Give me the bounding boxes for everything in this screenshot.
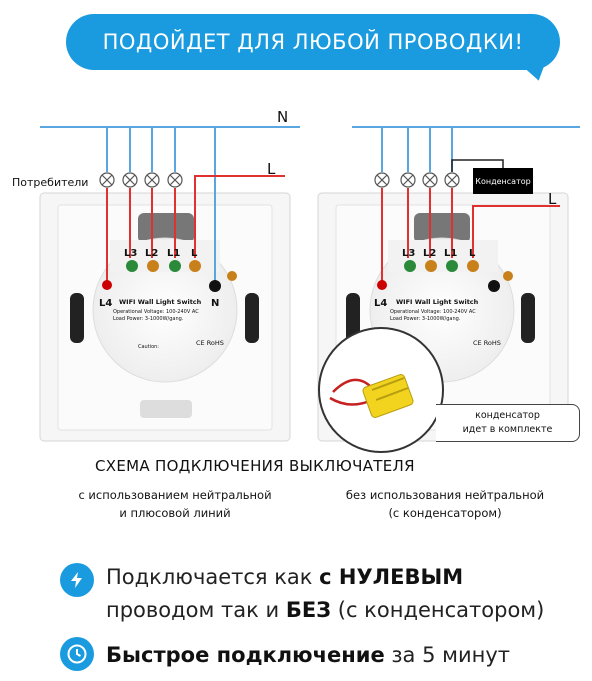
left-term-n: N <box>211 298 220 309</box>
diagram-caption: СХЕМА ПОДКЛЮЧЕНИЯ ВЫКЛЮЧАТЕЛЯ <box>95 457 415 475</box>
callout-line1: конденсатор <box>475 410 540 421</box>
right-term-l4: L4 <box>374 298 388 309</box>
feature2-line: Быстрое подключение за 5 минут <box>106 643 511 667</box>
capacitor-callout: конденсатор идет в комплекте <box>436 404 580 442</box>
right-slot-right <box>521 293 535 343</box>
capacitor-image <box>329 374 414 418</box>
right-term-l: L <box>469 248 476 259</box>
right-ce: CE RoHS <box>473 339 501 347</box>
left-term-l3: L3 <box>124 248 138 259</box>
right-term-l1: L1 <box>444 248 458 259</box>
header-banner: ПОДОЙДЕТ ДЛЯ ЛЮБОЙ ПРОВОДКИ! <box>66 14 560 70</box>
left-lamps <box>99 172 183 188</box>
right-l-label: L <box>548 190 557 208</box>
left-device-disc <box>92 237 238 383</box>
left-spec1: Operational Voltage: 100-240V AC <box>113 309 199 315</box>
left-n-label: N <box>277 108 289 126</box>
left-l-label: L <box>267 160 276 178</box>
sub-right-1: без использования нейтральной <box>345 488 545 502</box>
left-slot-left <box>70 293 84 343</box>
right-model: WIFI Wall Light Switch <box>396 298 479 306</box>
right-spec2: Load Power: 3-1000W/gang. <box>390 316 461 322</box>
right-lamps <box>374 172 460 188</box>
left-term-l4: L4 <box>99 298 113 309</box>
left-caution: Caution: <box>138 344 159 350</box>
right-blue-drops <box>381 127 453 172</box>
banner-text: ПОДОЙДЕТ ДЛЯ ЛЮБОЙ ПРОВОДКИ! <box>102 30 524 54</box>
left-model: WIFI Wall Light Switch <box>119 298 202 306</box>
right-spec1: Operational Voltage: 100-240V AC <box>390 309 476 315</box>
left-blue-drops <box>106 127 216 286</box>
sub-left-1: с использованием нейтральной <box>78 488 272 502</box>
capacitor-box: Конденсатор <box>473 168 533 194</box>
lightning-icon <box>60 563 94 597</box>
feature1-line1: Подключается как с НУЛЕВЫМ <box>106 565 464 589</box>
consumers-label: Потребители <box>12 176 89 189</box>
left-red-wires <box>106 175 285 284</box>
feature1-line2: проводом так и БЕЗ (с конденсатором) <box>106 598 545 622</box>
left-spec2: Load Power: 3-1000W/gang. <box>113 316 184 322</box>
right-term-l3: L3 <box>402 248 416 259</box>
left-term-l: L <box>191 248 198 259</box>
right-red-wires <box>381 188 560 284</box>
sub-right-2: (с конденсатором) <box>388 506 502 520</box>
clock-icon <box>60 637 94 671</box>
left-term-l1: L1 <box>167 248 181 259</box>
right-slot-left <box>346 293 360 343</box>
callout-line2: идет в комплекте <box>462 424 553 435</box>
left-slot-right <box>245 293 259 343</box>
left-ce: CE RoHS <box>196 339 224 347</box>
sub-left-2: и плюсовой линий <box>119 506 231 520</box>
left-term-l2: L2 <box>145 248 159 259</box>
right-term-l2: L2 <box>423 248 437 259</box>
